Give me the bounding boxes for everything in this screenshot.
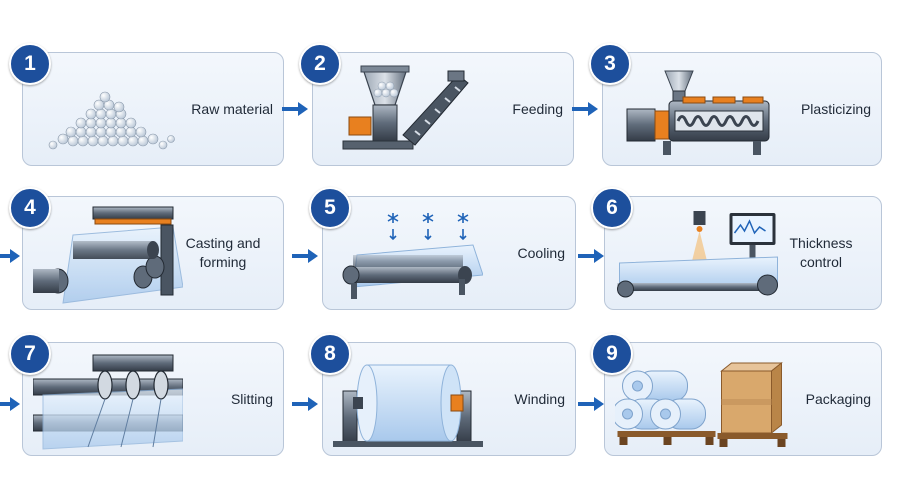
step-label: Plasticizing (800, 100, 871, 117)
step-number-badge: 8 (309, 333, 351, 375)
casting-machine-icon (33, 206, 183, 304)
step-card-7: 7 Slitting (9, 333, 284, 456)
step-number-badge: 5 (309, 187, 351, 229)
step-number-badge: 4 (9, 187, 51, 229)
step-label: Feeding (512, 100, 563, 117)
step-number-badge: 7 (9, 333, 51, 375)
step-label: Winding (514, 390, 565, 407)
step-label: Casting and forming (185, 235, 261, 270)
step-label: Raw material (191, 100, 273, 117)
arrow-right-icon (282, 102, 308, 116)
step-card-5: 5 Cooling (309, 187, 576, 310)
step-card-3: 3 Plasticizing (589, 43, 882, 166)
cooling-rollers-icon (342, 213, 483, 299)
step-label: Cooling (517, 244, 565, 261)
pellets-icon (48, 91, 175, 150)
step-number-badge: 3 (589, 43, 631, 85)
arrow-right-icon (292, 249, 318, 263)
step-number-badge: 1 (9, 43, 51, 85)
thickness-gauge-icon (617, 211, 778, 298)
step-number-badge: 6 (591, 187, 633, 229)
winding-roll-icon (333, 364, 483, 447)
arrow-right-icon (292, 397, 318, 411)
arrow-right-icon (572, 102, 598, 116)
arrow-right-icon (0, 249, 20, 263)
step-card-8: 8 Winding (309, 333, 576, 456)
arrow-right-icon (578, 397, 604, 411)
step-card-1: 1 Raw material (9, 43, 284, 166)
step-label: Slitting (230, 390, 273, 407)
step-number-badge: 9 (591, 333, 633, 375)
step-label: Thickness control (789, 235, 853, 270)
step-card-9: 9 Packaging (591, 333, 882, 456)
step-card-2: 2 Feeding (299, 43, 574, 166)
arrow-right-icon (0, 397, 20, 411)
step-label: Packaging (805, 390, 871, 407)
step-card-6: 6 Thickness control (591, 187, 882, 310)
step-number-badge: 2 (299, 43, 341, 85)
feeder-hopper-icon (342, 65, 469, 150)
arrow-right-icon (578, 249, 604, 263)
step-card-4: 4 Casting and forming (9, 187, 284, 310)
slitting-knives-icon (33, 354, 183, 450)
pallet-boxes-icon (615, 361, 788, 447)
extruder-icon (626, 70, 770, 155)
